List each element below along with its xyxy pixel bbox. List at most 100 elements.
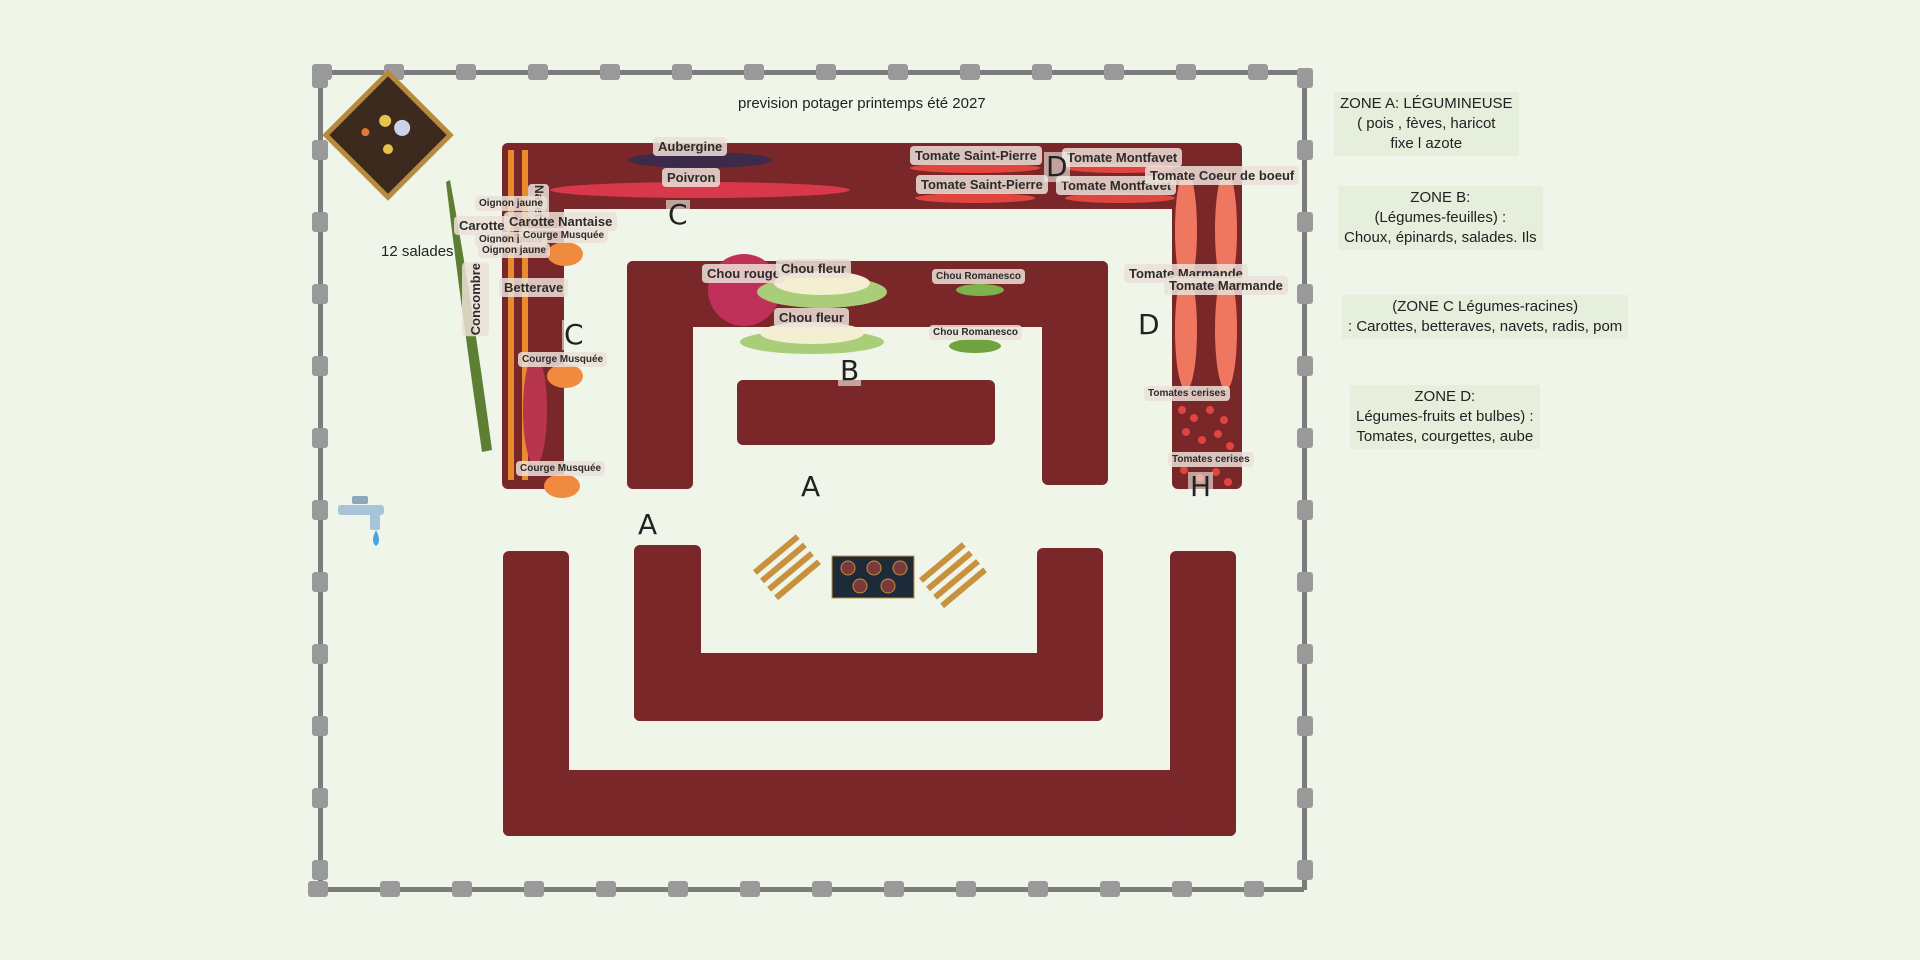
fence-post — [744, 64, 764, 80]
tomato-drawing — [1215, 270, 1237, 390]
zone-letter-d-right: D — [1136, 308, 1162, 341]
fence-post — [1297, 788, 1313, 808]
fence-post — [960, 64, 980, 80]
romanesco-drawing — [949, 339, 1001, 353]
fence-right — [1302, 70, 1307, 890]
label-chou-rouge[interactable]: Chou rouge — [702, 264, 785, 283]
label-courge-musquee-1[interactable]: Courge Musquée — [519, 228, 609, 243]
label-tomate-saint-pierre-1[interactable]: Tomate Saint-Pierre — [910, 146, 1042, 165]
water-tap-icon[interactable] — [338, 496, 384, 546]
fence-post — [312, 212, 328, 232]
fence-post — [312, 284, 328, 304]
fence-post — [1297, 356, 1313, 376]
fence-post — [1297, 572, 1313, 592]
tomato-drawing — [915, 193, 1035, 203]
fence-post — [888, 64, 908, 80]
bed-inner-bottom[interactable] — [634, 653, 1103, 721]
label-courge-musquee-3[interactable]: Courge Musquée — [516, 461, 606, 476]
pallet-icon — [752, 534, 821, 601]
label-tomate-montfavet-2[interactable]: Tomate Montfavet — [1056, 176, 1177, 195]
bed-lower-bottom[interactable] — [503, 770, 1236, 836]
fence-post — [672, 64, 692, 80]
fence-post — [312, 500, 328, 520]
squash-drawing — [544, 474, 580, 498]
label-tomates-cerises-2[interactable]: Tomates cerises — [1168, 452, 1254, 467]
zone-letter-c-top: C — [666, 198, 690, 231]
label-chou-romanesco-1[interactable]: Chou Romanesco — [932, 269, 1026, 284]
fence-post — [956, 881, 976, 897]
fence-post — [812, 881, 832, 897]
zone-letter-d-top: D — [1044, 150, 1070, 183]
compost-icon[interactable] — [322, 69, 454, 201]
label-salades[interactable]: 12 salades — [381, 243, 454, 260]
label-tomate-marmande-2[interactable]: Tomate Marmande — [1164, 276, 1288, 295]
fence-post — [1297, 428, 1313, 448]
label-tomates-cerises-1[interactable]: Tomates cerises — [1144, 386, 1230, 401]
zone-b-legend: ZONE B: (Légumes-feuilles) : Choux, épin… — [1338, 186, 1543, 250]
label-chou-fleur-2[interactable]: Chou fleur — [774, 308, 849, 327]
bed-b-right[interactable] — [1042, 261, 1108, 485]
label-tomate-montfavet-1[interactable]: Tomate Montfavet — [1062, 148, 1183, 167]
label-carotte[interactable]: Carotte — [454, 216, 510, 235]
fence-post — [312, 860, 328, 880]
zone-letter-h: H — [1188, 470, 1214, 503]
label-chou-fleur-1[interactable]: Chou fleur — [776, 259, 851, 278]
label-chou-romanesco-2[interactable]: Chou Romanesco — [929, 325, 1023, 340]
fence-post — [740, 881, 760, 897]
fence-post — [312, 428, 328, 448]
aubergine-drawing — [628, 152, 772, 168]
tomato-drawing — [1065, 193, 1175, 203]
fence-post — [1172, 881, 1192, 897]
fence-post — [380, 881, 400, 897]
romanesco-drawing — [956, 284, 1004, 296]
fence-post — [1244, 881, 1264, 897]
bed-inner-right[interactable] — [1037, 548, 1103, 721]
fence-post — [1297, 644, 1313, 664]
squash-drawing — [547, 242, 583, 266]
label-concombre[interactable]: Concombre — [462, 262, 489, 337]
fence-post — [312, 140, 328, 160]
label-oignon-jaune-1[interactable]: Oignon jaune — [475, 196, 547, 211]
zone-letter-a-left: A — [636, 508, 660, 541]
fence-post — [1176, 64, 1196, 80]
bed-center[interactable] — [737, 380, 995, 445]
fence-post — [312, 716, 328, 736]
fence-left — [318, 70, 323, 890]
zone-a-legend: ZONE A: LÉGUMINEUSE ( pois , fèves, hari… — [1334, 92, 1519, 156]
label-poivron[interactable]: Poivron — [662, 168, 721, 187]
fence-post — [312, 68, 328, 88]
fence-top — [318, 70, 1308, 75]
label-aubergine[interactable]: Aubergine — [653, 137, 728, 156]
tomato-drawing — [1215, 170, 1237, 290]
zone-b-line: Choux, épinards, salades. Ils — [1344, 229, 1537, 246]
zone-d-line: Légumes-fruits et bulbes) : — [1356, 408, 1534, 425]
carrot-drawing — [522, 150, 528, 480]
zone-d-line: Tomates, courgettes, aube — [1356, 428, 1534, 445]
label-tomate-saint-pierre-2[interactable]: Tomate Saint-Pierre — [916, 175, 1048, 194]
zone-d-line: ZONE D: — [1414, 388, 1476, 405]
zone-b-line: ZONE B: — [1410, 189, 1471, 206]
zone-b-line: (Légumes-feuilles) : — [1374, 209, 1507, 226]
fence-post — [600, 64, 620, 80]
bed-b-left[interactable] — [627, 261, 693, 489]
label-tomate-coeur-de-boeuf[interactable]: Tomate Coeur de boeuf — [1145, 166, 1300, 185]
fence-post — [524, 881, 544, 897]
fence-post — [1297, 860, 1313, 880]
plan-title: prevision potager printemps été 2027 — [738, 95, 986, 112]
squash-drawing — [547, 364, 583, 388]
fence-post — [1297, 716, 1313, 736]
fence-post — [456, 64, 476, 80]
fence-post — [1297, 68, 1313, 88]
label-carotte-nantaise[interactable]: Carotte Nantaise — [504, 212, 618, 231]
label-oignon-jaune-3[interactable]: Oignon jaune — [478, 243, 550, 258]
fence-post — [1297, 212, 1313, 232]
label-betterave[interactable]: Betterave — [499, 278, 569, 297]
fence-post — [312, 356, 328, 376]
rug-icon — [831, 555, 915, 599]
label-courge-musquee-2[interactable]: Courge Musquée — [518, 352, 608, 367]
tomato-drawing — [910, 163, 1040, 173]
fence-post — [1028, 881, 1048, 897]
zone-c-line: (ZONE C Légumes-racines) — [1392, 298, 1579, 315]
bed-lower-right[interactable] — [1170, 551, 1236, 836]
